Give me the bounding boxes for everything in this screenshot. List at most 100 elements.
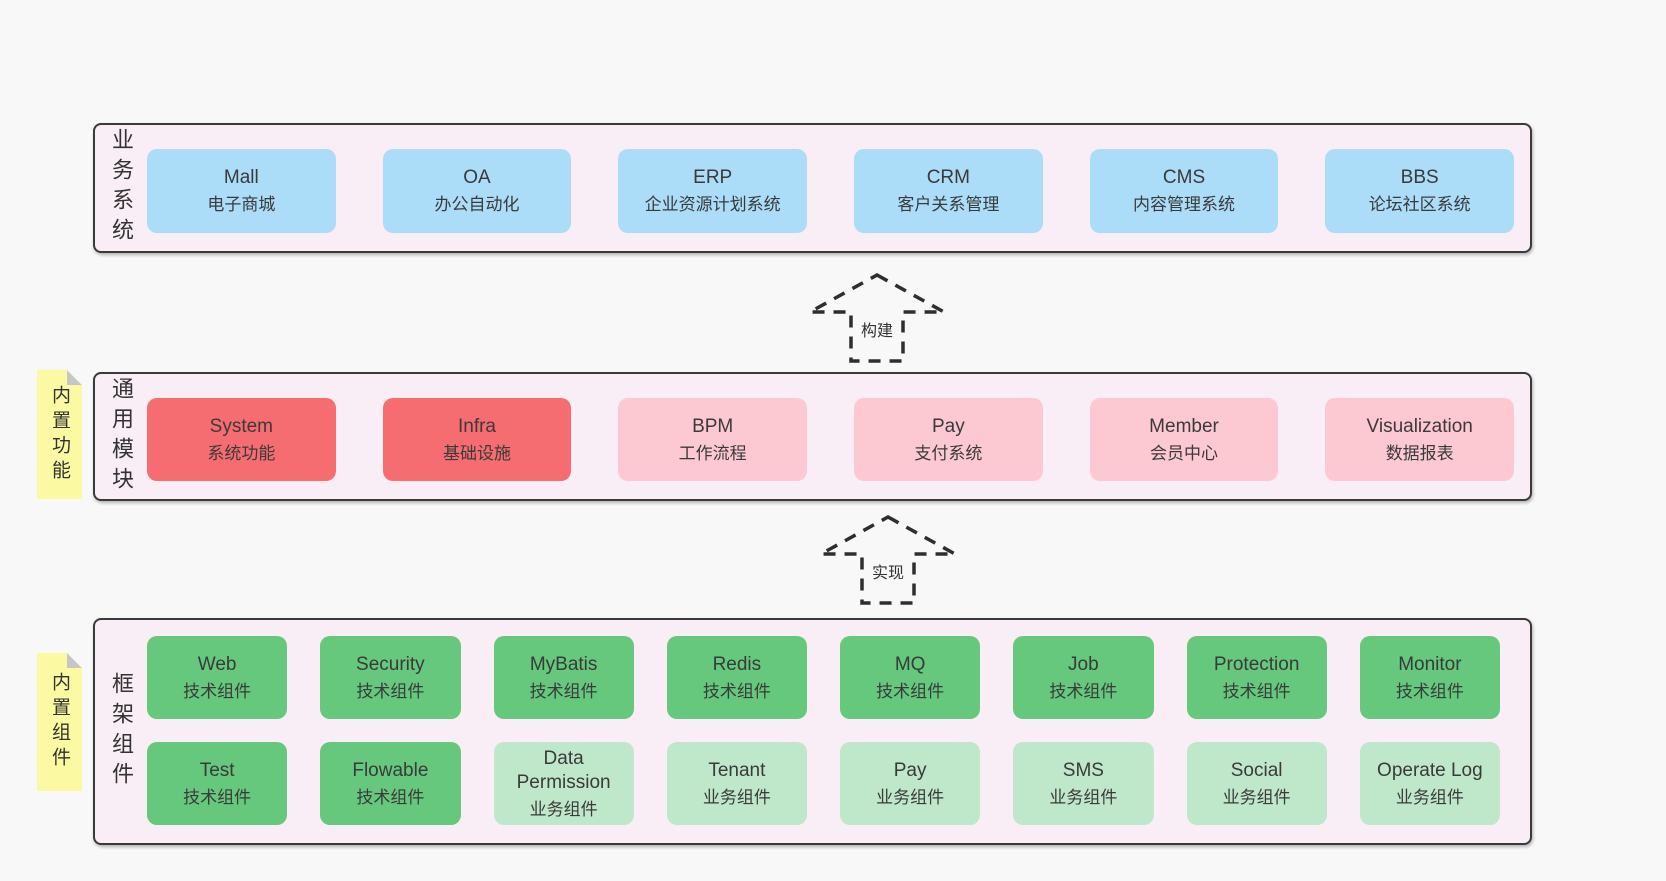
dashed-up-arrow-icon <box>809 273 945 363</box>
box-erp: ERP 企业资源计划系统 <box>618 149 808 233</box>
box-subtitle: 技术组件 <box>1049 681 1118 701</box>
box-pay-component: Pay 业务组件 <box>840 742 981 825</box>
box-title: Member <box>1149 415 1219 437</box>
box-title: Pay <box>931 415 965 437</box>
box-subtitle: 技术组件 <box>529 681 598 701</box>
panel-common-modules: 通用模块 System 系统功能 Infra 基础设施 BPM 工作流程 Pay… <box>93 372 1532 501</box>
box-subtitle: 电子商城 <box>207 195 276 214</box>
box-title: Redis <box>712 653 762 675</box>
panel-framework-components: 框架组件 Web 技术组件 Security 技术组件 MyBatis 技术组件… <box>93 618 1532 845</box>
box-tenant: Tenant 业务组件 <box>666 742 807 825</box>
box-mybatis: MyBatis 技术组件 <box>493 636 634 719</box>
box-subtitle: 业务组件 <box>1049 787 1118 807</box>
box-title: Tenant <box>708 759 766 781</box>
box-oa: OA 办公自动化 <box>382 149 572 233</box>
box-title: ERP <box>693 167 733 188</box>
box-cms: CMS 内容管理系统 <box>1089 149 1279 233</box>
box-protection: Protection 技术组件 <box>1186 636 1327 719</box>
box-system: System 系统功能 <box>147 398 336 481</box>
box-pay-module: Pay 支付系统 <box>854 398 1043 481</box>
box-subtitle: 会员中心 <box>1150 443 1219 463</box>
box-operate-log: Operate Log 业务组件 <box>1359 742 1500 825</box>
panel-label-common-modules: 通用模块 <box>95 374 147 499</box>
box-job: Job 技术组件 <box>1013 636 1154 719</box>
box-subtitle: 业务组件 <box>1222 787 1291 807</box>
box-mall: Mall 电子商城 <box>147 149 336 233</box>
box-subtitle: 技术组件 <box>1222 681 1291 701</box>
arrow-build-label: 构建 <box>857 316 897 342</box>
box-subtitle: 支付系统 <box>914 443 983 463</box>
common-modules-row: System 系统功能 Infra 基础设施 BPM 工作流程 Pay 支付系统… <box>147 374 1530 499</box>
box-bbs: BBS 论坛社区系统 <box>1325 149 1515 233</box>
box-test: Test 技术组件 <box>147 742 288 825</box>
components-row-2: Test 技术组件 Flowable 技术组件 Data Permission … <box>147 742 1500 825</box>
box-title: MyBatis <box>529 653 598 675</box>
box-title: Security <box>356 653 425 675</box>
box-subtitle: 办公自动化 <box>434 195 520 214</box>
box-subtitle: 系统功能 <box>207 443 276 463</box>
box-subtitle: 业务组件 <box>702 787 771 807</box>
arrow-implement: 实现 <box>818 514 958 606</box>
box-mq: MQ 技术组件 <box>840 636 981 719</box>
box-title: System <box>209 415 274 437</box>
box-subtitle: 客户关系管理 <box>897 195 1000 214</box>
box-subtitle: 内容管理系统 <box>1133 195 1236 214</box>
box-subtitle: 业务组件 <box>529 799 598 819</box>
box-social: Social 业务组件 <box>1186 742 1327 825</box>
box-bpm: BPM 工作流程 <box>618 398 808 481</box>
box-title: OA <box>463 167 491 188</box>
box-title: Flowable <box>352 759 429 781</box>
box-title: BPM <box>692 415 734 437</box>
panel-label-text: 框架组件 <box>109 671 134 792</box>
box-title: Operate Log <box>1377 759 1483 781</box>
note-text: 内置组件 <box>49 672 70 772</box>
box-title: MQ <box>894 653 926 675</box>
panel-label-text: 通用模块 <box>109 376 134 497</box>
sticky-note-built-in-components: 内置组件 <box>37 653 82 791</box>
panel-label-text: 业务系统 <box>109 128 134 248</box>
box-security: Security 技术组件 <box>320 636 461 719</box>
arrow-implement-label: 实现 <box>868 558 908 584</box>
box-visualization: Visualization 数据报表 <box>1325 398 1515 481</box>
box-title: CRM <box>926 167 970 188</box>
box-title: Job <box>1068 653 1099 675</box>
sticky-note-built-in-features: 内置功能 <box>37 370 82 499</box>
framework-components-grid: Web 技术组件 Security 技术组件 MyBatis 技术组件 Redi… <box>147 620 1530 843</box>
box-title: CMS <box>1162 167 1206 188</box>
panel-label-business-systems: 业务系统 <box>95 125 147 251</box>
panel-business-systems: 业务系统 Mall 电子商城 OA 办公自动化 ERP 企业资源计划系统 CRM… <box>93 123 1532 253</box>
components-row-1: Web 技术组件 Security 技术组件 MyBatis 技术组件 Redi… <box>147 636 1500 719</box>
box-subtitle: 企业资源计划系统 <box>644 195 781 214</box>
box-title: Web <box>197 653 237 675</box>
box-subtitle: 技术组件 <box>356 681 425 701</box>
box-subtitle: 业务组件 <box>1395 787 1464 807</box>
box-subtitle: 基础设施 <box>443 443 511 463</box>
box-web: Web 技术组件 <box>147 636 288 719</box>
box-title: Monitor <box>1398 653 1462 675</box>
box-title: Test <box>199 759 235 781</box>
note-fold-corner-icon <box>67 653 82 668</box>
business-systems-row: Mall 电子商城 OA 办公自动化 ERP 企业资源计划系统 CRM 客户关系… <box>147 125 1530 251</box>
box-subtitle: 技术组件 <box>356 787 425 807</box>
arrow-build: 构建 <box>807 272 947 364</box>
box-subtitle: 技术组件 <box>702 681 771 701</box>
box-subtitle: 论坛社区系统 <box>1368 195 1471 214</box>
box-title: Pay <box>893 759 927 781</box>
box-title: Infra <box>457 415 497 437</box>
box-subtitle: 技术组件 <box>876 681 945 701</box>
box-monitor: Monitor 技术组件 <box>1359 636 1500 719</box>
box-title: Mall <box>223 167 259 188</box>
box-subtitle: 业务组件 <box>876 787 945 807</box>
box-subtitle: 数据报表 <box>1385 443 1454 463</box>
box-subtitle: 技术组件 <box>183 681 252 701</box>
box-title: SMS <box>1062 759 1104 781</box>
box-subtitle: 工作流程 <box>678 443 747 463</box>
note-fold-corner-icon <box>67 370 82 385</box>
box-title: Protection <box>1213 653 1300 675</box>
box-subtitle: 技术组件 <box>1395 681 1464 701</box>
box-title: BBS <box>1400 167 1439 188</box>
box-subtitle: 技术组件 <box>183 787 252 807</box>
dashed-up-arrow-icon <box>820 515 956 605</box>
panel-label-framework-components: 框架组件 <box>95 620 147 843</box>
